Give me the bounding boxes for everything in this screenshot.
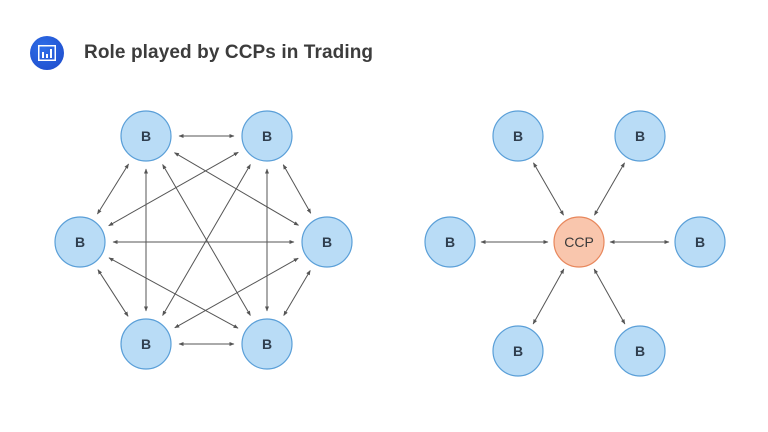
bilateral-network: B B B B B B: [54, 110, 353, 370]
node-label: B: [141, 336, 151, 352]
node-label: B: [513, 343, 523, 359]
ccp-network: B B B B B B CCP: [424, 110, 726, 377]
node-label: B: [695, 234, 705, 250]
bank-node: B: [492, 110, 544, 162]
bank-node: B: [241, 110, 293, 162]
bank-node: B: [241, 318, 293, 370]
double-arrow: [97, 269, 129, 317]
bank-node: B: [54, 216, 106, 268]
bilateral-arrows: [97, 134, 312, 346]
double-arrow: [593, 268, 626, 325]
double-arrow: [532, 268, 565, 325]
double-arrow: [108, 257, 239, 329]
node-label: B: [513, 128, 523, 144]
double-arrow: [283, 270, 311, 316]
double-arrow: [97, 163, 129, 215]
bank-node: B: [120, 318, 172, 370]
bank-node: B: [614, 325, 666, 377]
bank-node: B: [674, 216, 726, 268]
node-label: B: [445, 234, 455, 250]
page-title: Role played by CCPs in Trading: [84, 42, 374, 63]
double-arrow: [594, 162, 625, 216]
bank-node: B: [301, 216, 353, 268]
header: Role played by CCPs in Trading: [30, 35, 373, 71]
node-label: B: [141, 128, 151, 144]
ccp-arrows: [480, 162, 670, 325]
node-label: B: [322, 234, 332, 250]
node-label: B: [262, 128, 272, 144]
bank-node: B: [614, 110, 666, 162]
node-label: CCP: [564, 234, 594, 250]
bank-node: B: [424, 216, 476, 268]
node-label: B: [635, 128, 645, 144]
bar-chart-icon: [30, 36, 64, 70]
double-arrow: [533, 162, 564, 216]
double-arrow: [282, 164, 312, 214]
node-label: B: [75, 234, 85, 250]
double-arrow: [174, 257, 299, 329]
node-label: B: [635, 343, 645, 359]
bank-node: B: [492, 325, 544, 377]
node-label: B: [262, 336, 272, 352]
double-arrow: [108, 151, 239, 227]
ccp-node: CCP: [553, 216, 605, 268]
bank-node: B: [120, 110, 172, 162]
